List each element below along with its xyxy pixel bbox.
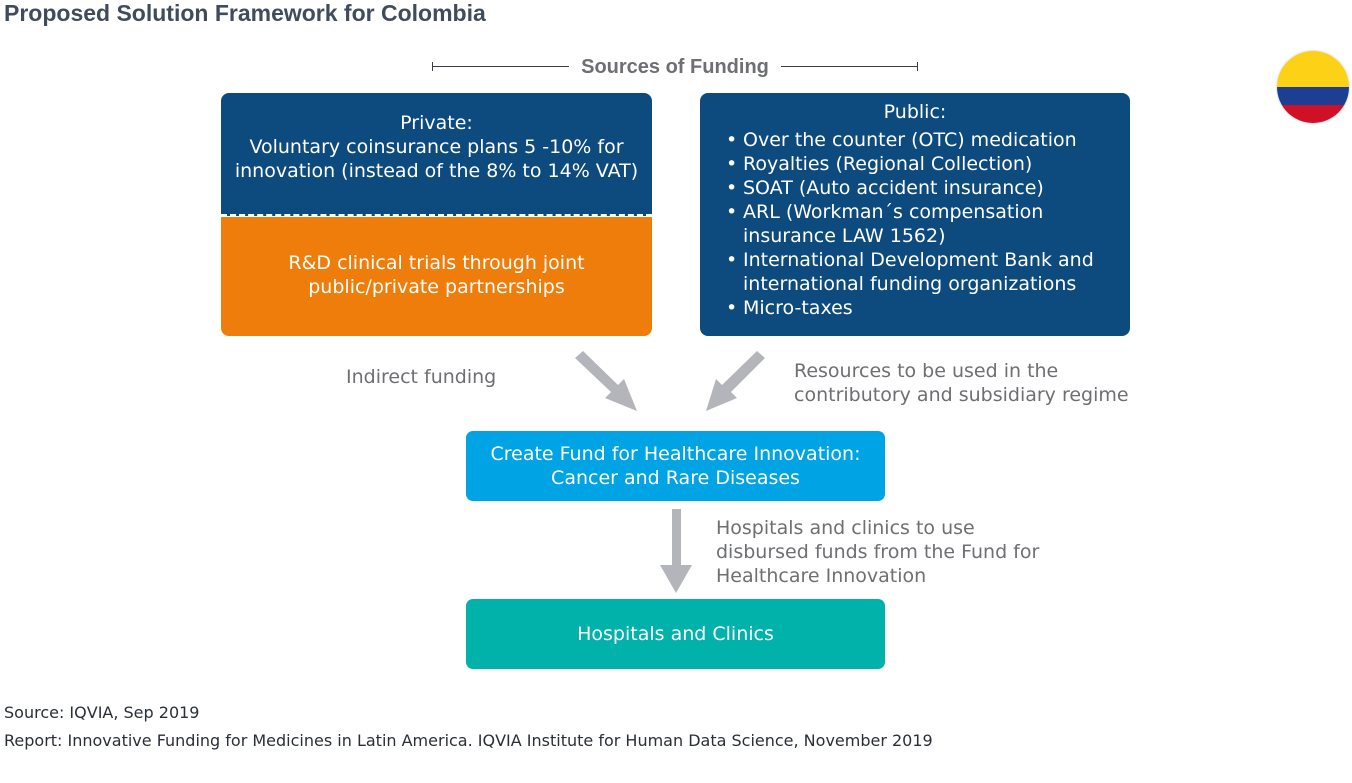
rd-clinical-trials-box: R&D clinical trials through joint public…	[221, 217, 652, 336]
list-item: •Royalties (Regional Collection)	[700, 152, 1130, 176]
sources-of-funding-bracket: Sources of Funding	[432, 53, 918, 81]
public-heading: Public:	[883, 101, 947, 123]
flag-yellow-band	[1277, 51, 1349, 87]
hospitals-note: Hospitals and clinics to use disbursed f…	[716, 516, 1039, 588]
rd-line-1: R&D clinical trials through joint	[288, 252, 585, 274]
hospitals-note-line-3: Healthcare Innovation	[716, 565, 927, 587]
bullet-icon: •	[726, 153, 738, 175]
private-heading: Private:	[400, 112, 473, 134]
sources-of-funding-label: Sources of Funding	[569, 56, 781, 78]
bullet-icon: •	[726, 129, 738, 151]
bullet-icon: •	[726, 201, 738, 223]
hospitals-and-clinics-box: Hospitals and Clinics	[466, 599, 885, 669]
public-funding-box: Public: •Over the counter (OTC) medicati…	[700, 93, 1130, 336]
bullet-icon: •	[726, 297, 738, 319]
fund-line-1: Create Fund for Healthcare Innovation:	[490, 443, 861, 465]
private-line-2: innovation (instead of the 8% to 14% VAT…	[234, 160, 639, 182]
arrow-public-to-fund	[706, 351, 765, 411]
resources-note: Resources to be used in the contributory…	[794, 359, 1129, 407]
bracket-right-tick	[917, 62, 918, 71]
arrow-private-to-fund	[575, 351, 637, 411]
flag-blue-band	[1277, 87, 1349, 105]
footer-source: Source: IQVIA, Sep 2019	[4, 703, 200, 722]
flag-red-band	[1277, 105, 1349, 123]
private-line-1: Voluntary coinsurance plans 5 -10% for	[249, 136, 624, 158]
bullet-icon: •	[726, 249, 738, 271]
arrow-fund-to-hospitals	[660, 509, 692, 593]
list-item-text: ARL (Workman´s compensation	[743, 201, 1044, 223]
colombia-flag-icon	[1277, 51, 1349, 123]
rd-line-2: public/private partnerships	[308, 276, 565, 298]
list-item: •SOAT (Auto accident insurance)	[700, 176, 1130, 200]
healthcare-innovation-fund-box: Create Fund for Healthcare Innovation: C…	[466, 431, 885, 501]
list-item-text-cont: insurance LAW 1562)	[743, 225, 946, 247]
resources-note-line-2: contributory and subsidiary regime	[794, 384, 1129, 406]
private-funding-box: Private: Voluntary coinsurance plans 5 -…	[221, 93, 652, 216]
list-item: •Over the counter (OTC) medication	[700, 128, 1130, 152]
resources-note-line-1: Resources to be used in the	[794, 360, 1059, 382]
footer-report: Report: Innovative Funding for Medicines…	[4, 731, 933, 750]
list-item-text: Royalties (Regional Collection)	[743, 153, 1033, 175]
fund-line-2: Cancer and Rare Diseases	[551, 467, 800, 489]
list-item: •Micro-taxes	[700, 296, 1130, 320]
indirect-funding-label: Indirect funding	[346, 366, 497, 388]
hospitals-note-line-2: disbursed funds from the Fund for	[716, 541, 1040, 563]
list-item-text-cont: international funding organizations	[743, 273, 1077, 295]
sources-label-wrapper: Sources of Funding	[432, 53, 918, 81]
list-item-text: Micro-taxes	[743, 297, 853, 319]
list-item-text: SOAT (Auto accident insurance)	[743, 177, 1044, 199]
hospitals-note-line-1: Hospitals and clinics to use	[716, 517, 975, 539]
list-item-text: Over the counter (OTC) medication	[743, 129, 1077, 151]
private-dashed-divider	[221, 214, 652, 217]
hospitals-label: Hospitals and Clinics	[577, 623, 774, 645]
bullet-icon: •	[726, 177, 738, 199]
list-item-text: International Development Bank and	[743, 249, 1094, 271]
public-funding-list: •Over the counter (OTC) medication •Roya…	[700, 128, 1130, 320]
page-title: Proposed Solution Framework for Colombia	[4, 0, 486, 26]
